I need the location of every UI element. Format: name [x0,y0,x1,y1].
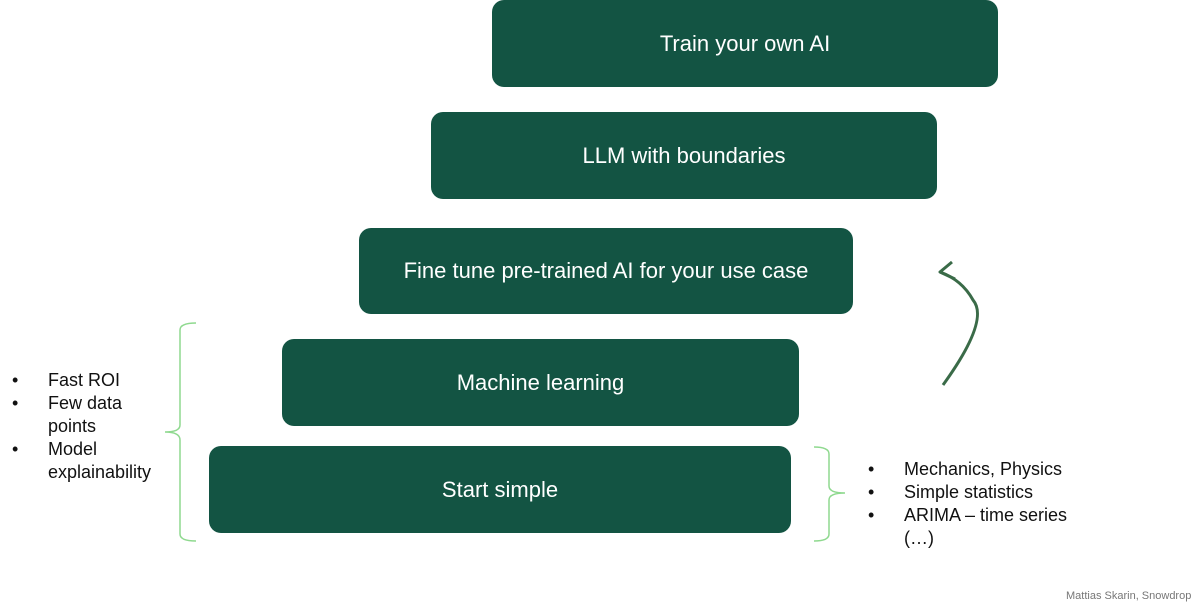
right-bracket [813,446,846,542]
left-benefits-list: • Fast ROI • Few data points • Model explai… [12,369,172,484]
right-methods-list: • Mechanics, Physics • Simple statistics •… [868,458,1098,550]
step-label: Machine learning [456,369,625,395]
list-item: • Simple statistics [868,481,1098,504]
step-train-own-ai: Train your own AI [492,0,998,87]
bullet: • [868,505,875,525]
step-start-simple: Start simple [209,446,791,533]
list-item: • Model explainability [12,438,172,484]
list-item-text: ARIMA – time series (…) [904,505,1068,548]
step-machine-learning: Machine learning [282,339,799,426]
step-label: Start simple [441,476,559,502]
step-label: Fine tune pre-trained AI for your use ca… [403,258,809,283]
arrow-head-icon [938,260,956,281]
bullet: • [12,439,19,459]
list-item: • Mechanics, Physics [868,458,1098,481]
list-item-text: Simple statistics [904,482,1034,502]
list-item-text: Fast ROI [48,370,121,390]
bullet: • [868,482,875,502]
list-item: • Few data points [12,392,172,438]
step-label: LLM with boundaries [582,142,786,168]
step-fine-tune: Fine tune pre-trained AI for your use ca… [359,228,853,314]
step-label: Train your own AI [659,30,831,56]
step-llm-boundaries: LLM with boundaries [431,112,937,199]
list-item-text: Mechanics, Physics [904,459,1063,479]
list-item-text: Few data points [48,393,123,436]
bullet: • [12,370,19,390]
bullet: • [12,393,19,413]
list-item-text: Model explainability [48,439,152,482]
author-credit: Mattias Skarin, Snowdrop [1066,590,1192,602]
list-item: • Fast ROI [12,369,172,392]
bullet: • [868,459,875,479]
upward-arrow-icon [939,270,980,386]
left-bracket [164,322,197,542]
list-item: • ARIMA – time series (…) [868,504,1098,550]
